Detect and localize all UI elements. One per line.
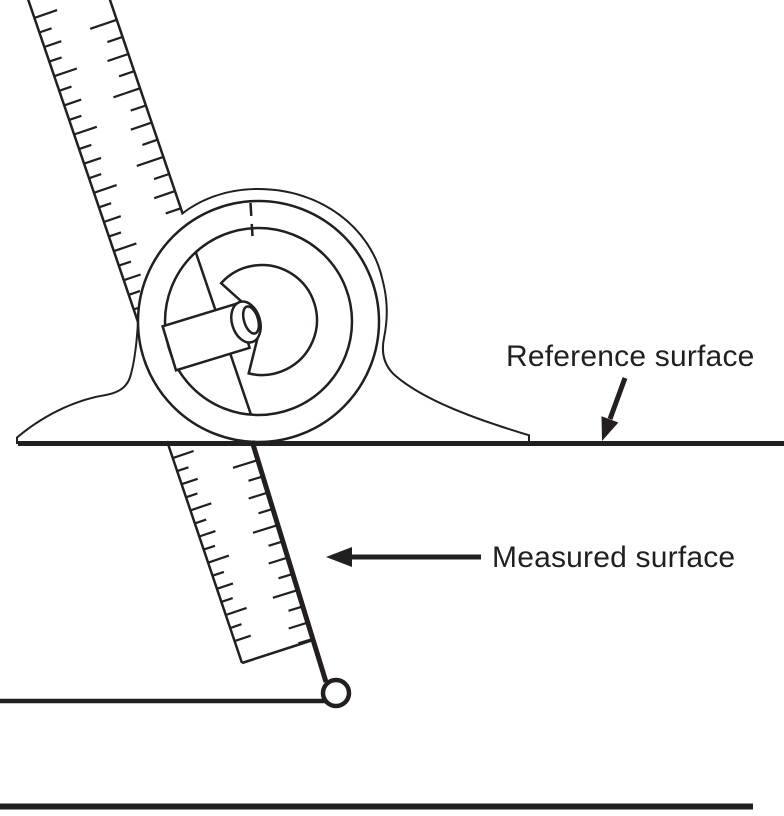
dial-index-mark (249, 202, 254, 237)
measured-surface-edge (249, 440, 329, 683)
measured-surface-arrow-icon (326, 547, 481, 567)
corner-hook (320, 677, 352, 709)
thumbscrew-hole (241, 305, 261, 335)
rule-lower-end-edge (241, 638, 314, 665)
rule-lower-right-graduations (232, 459, 314, 645)
rule-upper-left-graduations (34, 9, 157, 326)
thumbscrew-shaft (161, 302, 252, 372)
steel-rule-lower (165, 440, 329, 683)
reference-surface-label: Reference surface (506, 340, 755, 373)
dial-inner-circle (163, 226, 354, 417)
protractor-front-casting (18, 190, 528, 442)
clamp-cam-disc (219, 263, 319, 377)
rule-lower-left-graduations (172, 449, 252, 643)
rule-upper-right-graduations (89, 18, 182, 215)
thumbscrew (161, 300, 262, 372)
rule-lower-face (167, 441, 313, 663)
reference-surface-arrow-icon (601, 377, 628, 441)
measured-surface-label: Measured surface (492, 541, 736, 574)
rule-lower-left-edge (165, 440, 244, 664)
